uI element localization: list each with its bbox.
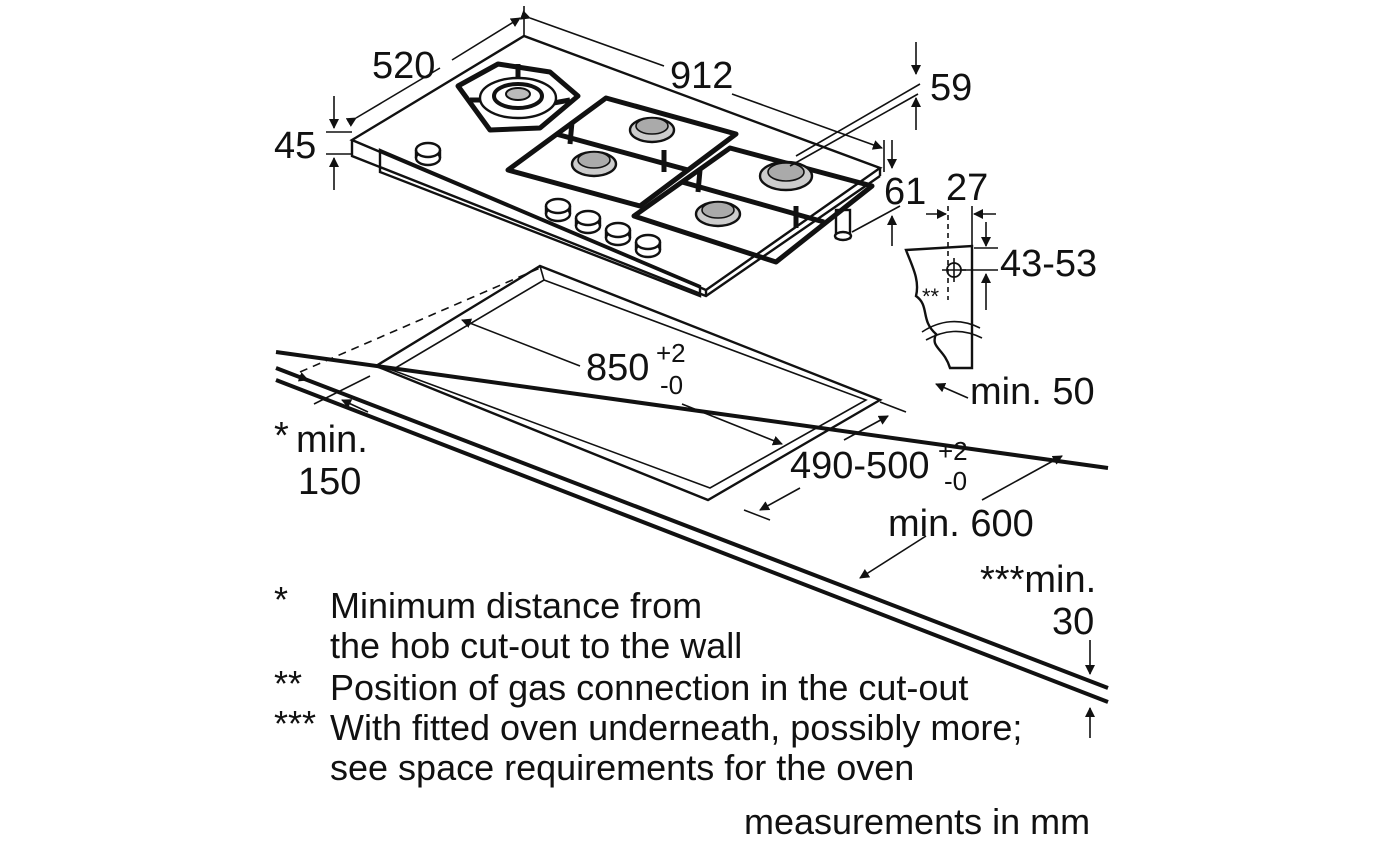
dim-cutout-width-tol-minus: -0 — [660, 370, 683, 400]
units-note: measurements in mm — [744, 801, 1090, 842]
control-knobs — [414, 141, 662, 259]
grate-left — [505, 95, 739, 209]
cutout — [373, 264, 883, 502]
dim-top-clearance-label: 59 — [930, 67, 972, 109]
dimension-lines — [281, 6, 1095, 738]
grate-right — [631, 145, 875, 265]
dim-cutout-depth: 490-500 +2 -0 — [790, 436, 968, 496]
dim-cutout-depth-label: 490-500 — [790, 445, 929, 487]
note-text: see space requirements for the oven — [330, 747, 914, 788]
burner-right-back — [758, 160, 814, 192]
dim-min-wall-label: min. — [296, 419, 368, 461]
note-text: With fitted oven underneath, possibly mo… — [330, 707, 1022, 748]
dim-connection-height-label: 43-53 — [1000, 243, 1097, 285]
dim-min-oven-label: ***min. — [980, 559, 1096, 601]
gas-connection-detail: ** — [904, 206, 998, 370]
dim-cutout-depth-tol-minus: -0 — [944, 466, 967, 496]
notes: * Minimum distance from the hob cut-out … — [274, 579, 1022, 788]
dim-cutout-depth-tol-plus: +2 — [938, 436, 968, 466]
burner-wok — [455, 61, 581, 133]
gas-marker-label: ** — [922, 284, 940, 309]
note-text: Position of gas connection in the cut-ou… — [330, 667, 968, 708]
dim-cutout-width: 850 +2 -0 — [586, 338, 686, 400]
dim-connection-offset-label: 27 — [946, 167, 988, 209]
knob — [604, 221, 632, 247]
knob — [634, 233, 662, 259]
dim-min-wall-star: * — [274, 415, 289, 457]
note-text: Minimum distance from — [330, 585, 702, 626]
dim-bottom-depth-label: 61 — [884, 171, 926, 213]
knob — [574, 209, 602, 235]
note-mark: *** — [274, 703, 316, 744]
dim-width-label: 912 — [670, 55, 733, 97]
knob — [544, 197, 572, 223]
note-text: the hob cut-out to the wall — [330, 625, 742, 666]
burner-left-front — [570, 150, 618, 178]
dim-min-wall-value: 150 — [298, 461, 361, 503]
dim-depth-label: 520 — [372, 45, 435, 87]
dim-min-back-label: min. 50 — [970, 371, 1095, 413]
note-mark: * — [274, 579, 288, 620]
worktop — [275, 267, 1109, 704]
knob — [414, 141, 442, 167]
dim-min-oven-value: 30 — [1052, 601, 1094, 643]
dim-hob-height-label: 45 — [274, 125, 316, 167]
dim-cutout-width-tol-plus: +2 — [656, 338, 686, 368]
burner-left-back — [628, 116, 676, 144]
dim-min-depth-label: min. 600 — [888, 503, 1034, 545]
burner-right-front — [694, 200, 742, 228]
note-mark: ** — [274, 663, 302, 704]
dim-cutout-width-label: 850 — [586, 347, 649, 389]
